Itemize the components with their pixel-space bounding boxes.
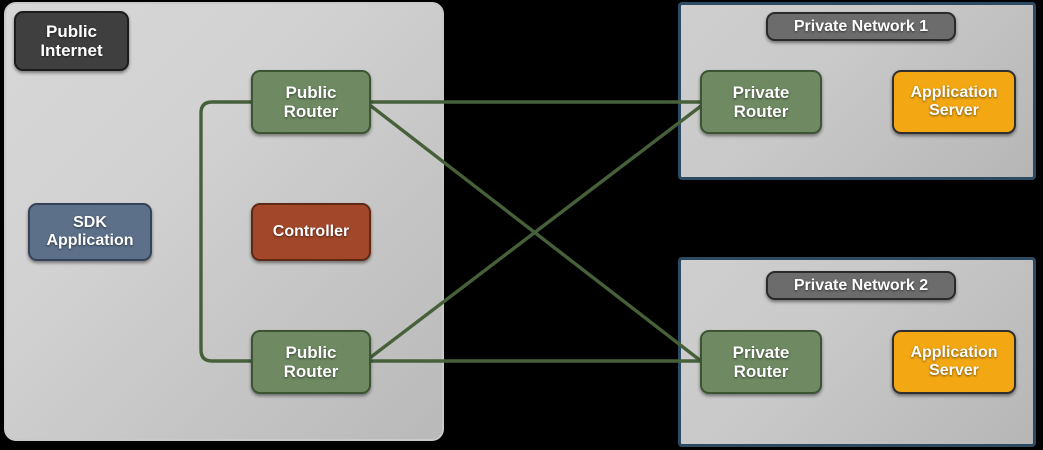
private-network-1-label: Private Network 1 [766,12,956,41]
controller-text: Controller [272,223,350,241]
public-internet-text: Public Internet [40,21,103,60]
private-network-1-label-text: Private Network 1 [793,17,929,35]
controller-node[interactable]: Controller [251,203,371,261]
private-network-2-label-text: Private Network 2 [793,276,929,294]
public-internet-label: Public Internet [14,11,129,71]
private-network-2-label: Private Network 2 [766,271,956,300]
